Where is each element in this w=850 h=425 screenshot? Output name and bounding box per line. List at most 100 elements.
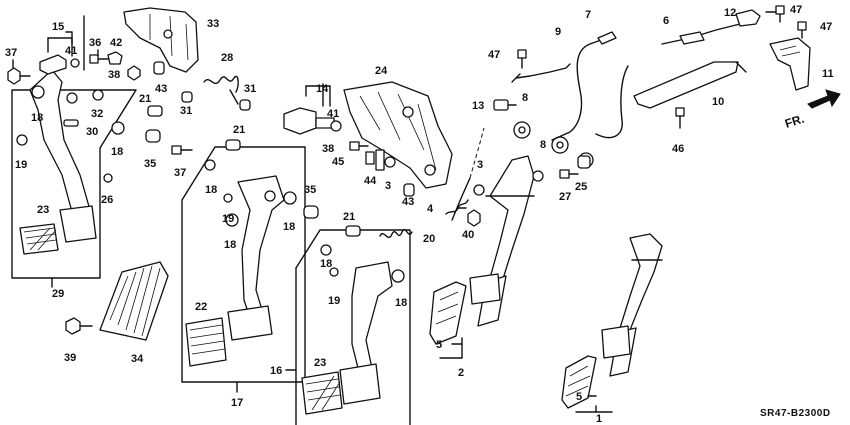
- callout-43-a: 43: [155, 83, 167, 95]
- callout-26: 26: [101, 194, 113, 206]
- callout-29: 29: [52, 288, 64, 300]
- bolt-36: [89, 54, 109, 64]
- callout-13: 13: [472, 100, 484, 112]
- callout-6: 6: [663, 15, 669, 27]
- callout-38-a: 38: [108, 69, 120, 81]
- callout-46: 46: [672, 143, 684, 155]
- callout-18-f: 18: [395, 297, 407, 309]
- switch-14: [283, 85, 342, 135]
- callout-37-b: 37: [174, 167, 186, 179]
- link-12: [735, 9, 761, 27]
- callout-41-b: 41: [327, 108, 339, 120]
- callout-23-b: 23: [314, 357, 326, 369]
- sensor-13: [493, 99, 517, 111]
- spring-20: [379, 229, 413, 239]
- callout-42: 42: [110, 37, 122, 49]
- callout-24: 24: [375, 65, 388, 77]
- callout-30: 30: [86, 126, 98, 138]
- hardware-38-45-44: [349, 141, 396, 171]
- callout-32: 32: [91, 108, 103, 120]
- bushing-25: [577, 155, 591, 169]
- callout-36: 36: [89, 37, 101, 49]
- callout-43-b: 43: [402, 196, 414, 208]
- callout-18-a: 18: [31, 112, 43, 124]
- clip-31-b: [239, 99, 251, 111]
- callout-19-b: 19: [222, 213, 234, 225]
- callout-47-c: 47: [820, 21, 832, 33]
- pushrod-4: [445, 127, 485, 221]
- callout-16: 16: [270, 365, 282, 377]
- stop-21-b: [225, 139, 241, 151]
- callout-39: 39: [64, 352, 76, 364]
- callout-25: 25: [575, 181, 587, 193]
- callout-40: 40: [462, 229, 474, 241]
- bushing-35-b: [303, 205, 319, 219]
- washer-3: [473, 184, 485, 196]
- callout-14: 14: [316, 83, 329, 95]
- brake-pedal-arm-2: [301, 244, 405, 415]
- callout-34: 34: [131, 353, 144, 365]
- bolt-42: [107, 51, 123, 65]
- callout-2: 2: [458, 367, 464, 379]
- bolt-27: [559, 169, 579, 179]
- front-arrow-icon: [807, 89, 841, 109]
- bracket-24: [343, 81, 453, 189]
- callout-12: 12: [724, 7, 736, 19]
- brake-pedal-arm: [185, 159, 297, 367]
- callout-44: 44: [364, 175, 377, 187]
- callout-18-e: 18: [320, 258, 332, 270]
- nut-40: [467, 209, 481, 227]
- spring-28: [203, 75, 239, 105]
- washer-3-b: [532, 170, 544, 182]
- callout-18-b: 18: [111, 146, 123, 158]
- cable-7: [551, 31, 617, 141]
- bolt-39: [65, 317, 93, 335]
- callout-31-a: 31: [180, 105, 192, 117]
- callout-47-a: 47: [488, 49, 500, 61]
- callout-19-a: 19: [15, 159, 27, 171]
- clip-43-b: [403, 183, 415, 197]
- callout-15: 15: [52, 21, 64, 33]
- clip-43-left: [153, 61, 165, 75]
- callout-27: 27: [559, 191, 571, 203]
- callout-31-b: 31: [244, 83, 256, 95]
- callout-35-b: 35: [304, 184, 316, 196]
- clip-31-a: [181, 91, 193, 103]
- callout-21-b: 21: [233, 124, 245, 136]
- callout-21-a: 21: [139, 93, 151, 105]
- bracket-11: [769, 37, 811, 91]
- diagram-code: SR47-B2300D: [760, 408, 831, 419]
- callout-8-a: 8: [522, 92, 528, 104]
- callout-18-d: 18: [283, 221, 295, 233]
- callout-18-c: 18: [205, 184, 217, 196]
- callout-41-a: 41: [65, 45, 77, 57]
- rod-6: [661, 23, 741, 45]
- callout-38-b: 38: [322, 143, 334, 155]
- group-17-outline: [181, 146, 306, 393]
- pedal-assembly-1: [561, 233, 663, 413]
- callout-7: 7: [585, 9, 591, 21]
- bolt-47-c: [797, 21, 807, 39]
- cable-9: [511, 63, 571, 83]
- bolt-47-a: [517, 49, 527, 69]
- bracket-33: [123, 7, 199, 73]
- callout-18-g: 18: [224, 239, 236, 251]
- callout-19-c: 19: [328, 295, 340, 307]
- pedal-assembly-2: [429, 155, 535, 359]
- group-29-outline: [11, 89, 137, 288]
- callout-22: 22: [195, 301, 207, 313]
- callout-23-a: 23: [37, 204, 49, 216]
- callout-8-b: 8: [540, 139, 546, 151]
- callout-35-a: 35: [144, 158, 156, 170]
- stop-21-c: [345, 225, 361, 237]
- stop-21-a: [147, 105, 163, 117]
- direction-label: FR.: [783, 112, 806, 131]
- clutch-pedal-arm: [16, 69, 125, 255]
- bolt-46: [675, 107, 685, 129]
- bushing-35-a: [145, 129, 161, 143]
- callout-5-a: 5: [436, 339, 442, 351]
- callout-21-c: 21: [343, 211, 355, 223]
- pedal-pad-34: [99, 261, 169, 341]
